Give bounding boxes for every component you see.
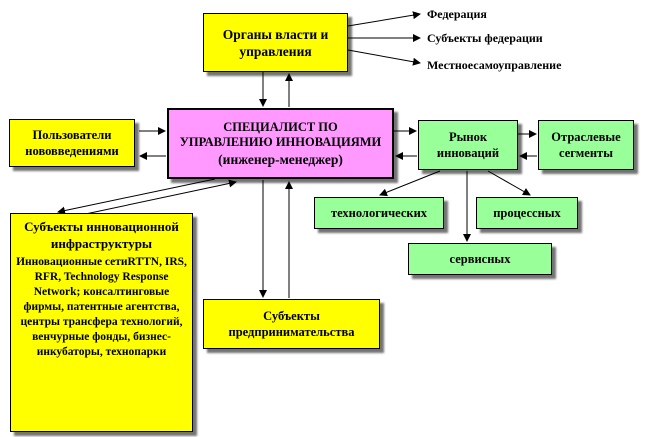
market-label: Рынок инноваций xyxy=(436,130,500,160)
infrastructure-box: Субъекты инновационной инфраструктуры Ин… xyxy=(10,213,193,432)
market-box: Рынок инноваций xyxy=(418,120,518,170)
entrepreneurs-label: Субъекты предпринимательства xyxy=(228,309,355,339)
arrow-specialist-to-infra xyxy=(57,178,216,215)
users-label: Пользователи нововведениями xyxy=(25,128,119,158)
segments-label: Отраслевые сегменты xyxy=(551,130,621,160)
users-box: Пользователи нововведениями xyxy=(9,119,135,167)
process-label: процессных xyxy=(493,205,561,220)
specialist-box: СПЕЦИАЛИСТ ПО УПРАВЛЕНИЮ ИННОВАЦИЯМИ (ин… xyxy=(167,108,394,179)
authorities-box: Органы власти и управления xyxy=(203,13,348,72)
local-government-label: Местноесамоуправление xyxy=(427,58,562,72)
arrow-market-to-tech xyxy=(379,170,441,197)
authorities-label: Органы власти и управления xyxy=(222,26,329,59)
specialist-line-2: УПРАВЛЕНИЮ ИННОВАЦИЯМИ xyxy=(179,135,382,149)
technological-box: технологических xyxy=(314,197,444,229)
segments-box: Отраслевые сегменты xyxy=(538,120,634,170)
arrow-infra-to-specialist xyxy=(75,179,237,217)
specialist-line-3: (инженер-менеджер) xyxy=(218,152,343,167)
process-box: процессных xyxy=(476,197,578,229)
technological-label: технологических xyxy=(330,205,428,220)
federation-subjects-label: Субъекты федерации xyxy=(427,31,543,45)
service-box: сервисных xyxy=(408,243,552,275)
specialist-line-1: СПЕЦИАЛИСТ ПО xyxy=(223,120,338,134)
arrow-market-to-process xyxy=(487,170,531,196)
infrastructure-title: Субъекты инновационной инфраструктуры xyxy=(24,219,179,251)
arrow-authorities-local xyxy=(347,49,421,66)
entrepreneurs-box: Субъекты предпринимательства xyxy=(203,299,380,349)
service-label: сервисных xyxy=(449,251,511,266)
infrastructure-description: Инновационные сетиRTTN, IRS, RFR, Techno… xyxy=(16,256,187,358)
arrow-authorities-federation xyxy=(347,11,421,27)
federation-label: Федерация xyxy=(427,7,487,21)
